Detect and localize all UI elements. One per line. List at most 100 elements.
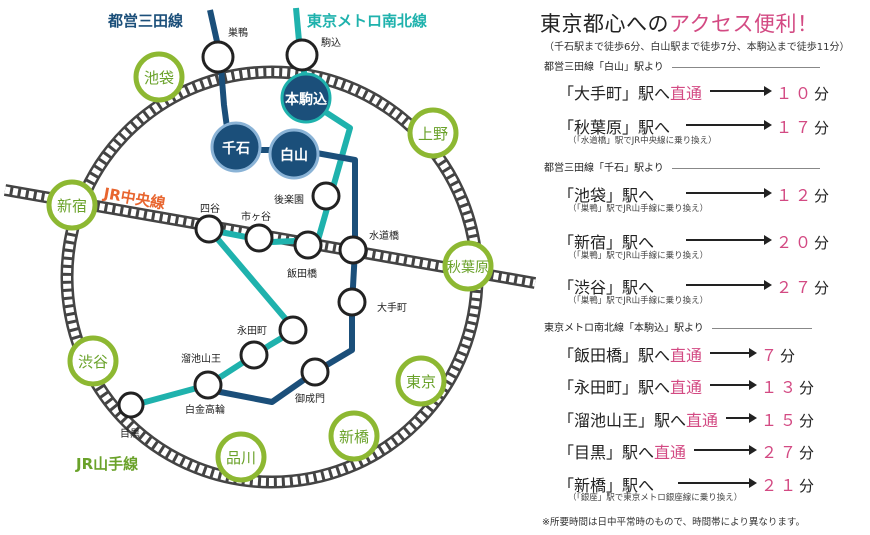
station-label: 四谷 [200,203,220,215]
arrow-icon [686,280,772,290]
station-iidabashi: 飯田橋 [287,230,323,280]
route-tameike: 「溜池山王」駅へ直通 １５分 [558,407,858,431]
time-unit: 分 [814,187,830,205]
route-shinjuku: 「新宿」駅へ ２０分 [558,229,858,253]
station-label: 白山 [280,147,308,164]
dest-text: 「溜池山王」駅へ [558,411,687,430]
dest-text: 「渋谷」駅へ [558,278,655,297]
station-meguro: 目黒 [117,391,145,440]
station-tameike: 溜池山王 [181,340,269,370]
travel-time: ２７分 [761,439,814,463]
time-unit: 分 [814,85,830,103]
station-label: 池袋 [144,69,174,87]
line-name-namboku: 東京メトロ南北線 [307,12,427,30]
station-shirokane: 白金高輪 [185,370,225,416]
route-dest: 「新宿」駅へ [558,229,654,253]
dest-text: 「新宿」駅へ [558,233,655,252]
station-korakuen: 後楽園 [274,181,341,211]
station-shinagawa: 品川 [215,431,267,483]
arrow-icon [678,478,757,488]
station-sugamo: 巣鴨 [201,26,248,74]
divider [671,167,820,169]
station-hakusan: 白山 [268,128,320,180]
dest-text: 「秋葉原」駅へ [558,118,671,137]
station-label: 巣鴨 [228,26,248,39]
station-label: 飯田橋 [287,267,317,280]
time-value: ２７ [776,278,815,297]
dest-text: 「池袋」駅へ [558,186,655,205]
travel-time: １５分 [761,407,814,431]
station-yotsuya: 四谷 [194,203,224,244]
station-label: 本駒込 [285,91,327,108]
route-meguro: 「目黒」駅へ直通 ２７分 [558,439,858,463]
station-label: 溜池山王 [181,352,221,365]
section-heading-honkomagome: 東京メトロ南北線「本駒込」駅より [544,319,812,334]
transfer-note: （「水道橋」駅でJR中央線に乗り換え） [568,136,717,146]
station-tokyo: 東京 [395,355,447,407]
route-dest: 「溜池山王」駅へ直通 [558,407,718,431]
direct-label: 直通 [654,443,687,462]
station-suidobashi: 水道橋 [338,229,399,265]
access-panel: 東京都心へのアクセス便利！ （千石駅まで徒歩6分、白山駅まで徒歩7分、本駒込まで… [540,8,865,533]
station-label: 品川 [226,449,256,467]
section-label: 都営三田線「白山」駅より [544,62,664,73]
route-shibuya: 「渋谷」駅へ ２７分 [558,274,858,298]
station-label: 駒込 [321,37,341,49]
transfer-note: （「巣鴨」駅でJR山手線に乗り換え） [568,296,709,306]
arrow-icon [710,348,757,358]
dest-text: 「大手町」駅へ [558,84,671,103]
direct-label: 直通 [670,378,703,397]
route-iidabashi: 「飯田橋」駅へ直通 ７分 [558,342,858,366]
dest-text: 「飯田橋」駅へ [558,346,671,365]
station-label: 水道橋 [369,229,399,242]
station-komagome: 駒込 [285,37,341,72]
station-ichigaya: 市ヶ谷 [241,210,274,253]
route-otemachi: 「大手町」駅へ直通 １０分 [558,80,858,104]
route-akihabara: 「秋葉原」駅へ １７分 [558,114,858,138]
station-label: 永田町 [237,324,267,337]
dest-text: 「目黒」駅へ [558,443,655,462]
divider [711,327,812,329]
direct-label: 直通 [670,346,703,365]
transfer-note: （「巣鴨」駅でJR山手線に乗り換え） [568,251,709,261]
time-unit: 分 [799,477,815,495]
station-label: 新橋 [339,428,369,446]
direct-label: 直通 [670,84,703,103]
arrow-icon [694,445,757,455]
arrow-icon [726,413,757,423]
route-dest: 「秋葉原」駅へ [558,114,670,138]
arrow-icon [710,86,772,96]
route-dest: 「飯田橋」駅へ直通 [558,342,702,366]
transfer-note: （「巣鴨」駅でJR山手線に乗り換え） [568,204,709,214]
arrow-icon [710,380,757,390]
time-value: １３ [761,378,800,397]
time-value: ７ [761,346,781,365]
time-value: ２０ [776,233,815,252]
route-dest: 「大手町」駅へ直通 [558,80,702,104]
route-dest: 「渋谷」駅へ [558,274,654,298]
station-shinjuku: 新宿 [46,179,98,231]
time-unit: 分 [814,119,830,137]
station-label: 秋葉原 [447,260,489,276]
route-shinbashi: 「新橋」駅へ ２１分 [558,472,858,495]
time-value: １５ [761,411,800,430]
section-heading-sengoku: 都営三田線「千石」駅より [544,159,820,174]
time-value: １７ [776,118,815,137]
direct-label: 直通 [686,411,719,430]
station-onarimon: 御成門 [295,357,330,405]
station-label: 大手町 [377,301,407,314]
station-label: 御成門 [295,392,325,405]
time-unit: 分 [799,379,815,397]
footnote: ※所要時間は日中平常時のもので、時間帯により異なります。 [542,517,805,528]
line-name-mita: 都営三田線 [107,12,183,30]
station-label: 目黒 [120,428,140,440]
route-map: 都営三田線 東京メトロ南北線 JR中央線 JR山手線 巣鴨 駒込 後楽園 水道橋… [3,7,537,489]
travel-time: １２分 [776,182,829,206]
station-akihabara: 秋葉原 [442,240,494,292]
time-value: １０ [776,84,815,103]
station-ikebukuro: 池袋 [133,51,185,103]
station-label: 市ヶ谷 [241,210,271,223]
station-label: 後楽園 [274,193,304,206]
station-label: 千石 [222,140,250,157]
